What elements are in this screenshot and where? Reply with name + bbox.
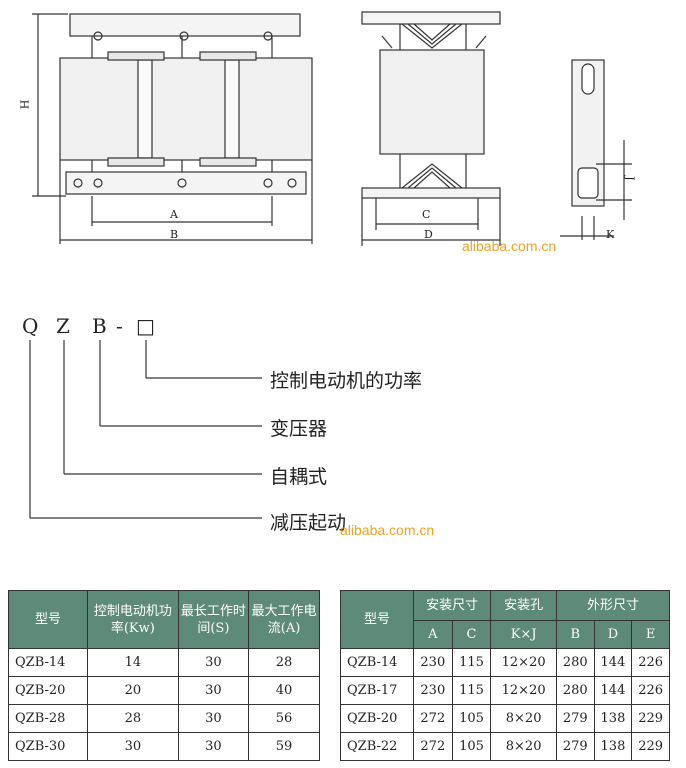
table-row: QZB-22 272 105 8×20 279 138 229: [340, 732, 670, 761]
cell: QZB-30: [8, 732, 88, 761]
bracket-detail-view: [560, 59, 632, 240]
motor-spec-table: 型号 控制电动机功率(Kw) 最长工作时间(S) 最大工作电流(A) QZB-1…: [8, 590, 320, 761]
col-group-install-hole: 安装孔: [490, 590, 557, 621]
dim-label-d: D: [424, 228, 433, 241]
cell: 8×20: [490, 704, 557, 733]
dimension-spec-table: 型号 安装尺寸 安装孔 外形尺寸 A C K×J B D E QZB-14 23…: [340, 590, 671, 761]
cell: 229: [631, 732, 670, 761]
cell: 30: [177, 732, 250, 761]
cell: 12×20: [490, 648, 557, 677]
dim-label-c: C: [422, 208, 431, 221]
cell: QZB-22: [340, 732, 414, 761]
cell: 28: [87, 704, 179, 733]
cell: QZB-17: [340, 676, 414, 705]
dim-label-k: K: [606, 228, 615, 241]
cell: 144: [593, 676, 633, 705]
table-row: QZB-20 272 105 8×20 279 138 229: [340, 704, 670, 733]
table-row: QZB-14 14 30 28: [8, 648, 320, 677]
cell: 59: [248, 732, 320, 761]
cell: 30: [177, 648, 250, 677]
dim-label-j: J: [623, 176, 637, 181]
cell: QZB-20: [340, 704, 414, 733]
dim-label-h: H: [18, 99, 32, 110]
code-box: □: [136, 314, 155, 338]
table-row: QZB-17 230 115 12×20 280 144 226: [340, 676, 670, 705]
col-kxj: K×J: [490, 620, 557, 649]
meaning-reduced-start: 减压起动: [270, 512, 347, 534]
cell: 28: [248, 648, 320, 677]
dim-label-a: A: [170, 208, 178, 221]
col-e: E: [631, 620, 670, 649]
cell: 115: [451, 648, 492, 677]
cell: 138: [593, 732, 633, 761]
col-motor-power: 控制电动机功率(Kw): [87, 590, 179, 649]
cell: 229: [631, 704, 670, 733]
col-group-outline-size: 外形尺寸: [555, 590, 671, 621]
side-view: [361, 11, 501, 246]
table-row: QZB-20 20 30 40: [8, 676, 320, 705]
code-letter-b: B: [92, 314, 107, 338]
cell: 30: [177, 704, 250, 733]
cell: 105: [451, 732, 492, 761]
watermark-middle: alibaba.com.cn: [340, 522, 435, 538]
cell: 138: [593, 704, 633, 733]
code-letter-z: Z: [56, 314, 70, 338]
cell: QZB-14: [8, 648, 88, 677]
cell: 279: [555, 704, 595, 733]
cell: QZB-20: [8, 676, 88, 705]
col-d: D: [593, 620, 633, 649]
cell: 230: [413, 648, 453, 677]
cell: 280: [555, 648, 595, 677]
col-c: C: [451, 620, 492, 649]
cell: 8×20: [490, 732, 557, 761]
cell: 279: [555, 732, 595, 761]
cell: 230: [413, 676, 453, 705]
col-model: 型号: [8, 590, 88, 649]
col-model: 型号: [340, 590, 414, 649]
cell: 226: [631, 676, 670, 705]
cell: QZB-28: [8, 704, 88, 733]
code-letter-q: Q: [22, 314, 39, 338]
table-row: QZB-28 28 30 56: [8, 704, 320, 733]
cell: 20: [87, 676, 179, 705]
cell: 280: [555, 676, 595, 705]
meaning-motor-power: 控制电动机的功率: [270, 370, 423, 392]
cell: 30: [177, 676, 250, 705]
cell: 144: [593, 648, 633, 677]
cell: 14: [87, 648, 179, 677]
cell: 56: [248, 704, 320, 733]
col-b: B: [555, 620, 595, 649]
cell: 12×20: [490, 676, 557, 705]
table-row: QZB-30 30 30 59: [8, 732, 320, 761]
cell: 30: [87, 732, 179, 761]
table-row: QZB-14 230 115 12×20 280 144 226: [340, 648, 670, 677]
cell: 272: [413, 732, 453, 761]
cell: QZB-14: [340, 648, 414, 677]
model-code-leaders: [29, 340, 262, 519]
cell: 272: [413, 704, 453, 733]
meaning-transformer: 变压器: [270, 418, 328, 440]
watermark-top: alibaba.com.cn: [462, 238, 557, 254]
col-a: A: [413, 620, 453, 649]
cell: 115: [451, 676, 492, 705]
front-view: [32, 13, 313, 244]
meaning-auto-coupled: 自耦式: [270, 466, 328, 488]
dim-label-b: B: [170, 228, 179, 241]
col-max-time: 最长工作时间(S): [177, 590, 250, 649]
cell: 226: [631, 648, 670, 677]
code-dash: -: [116, 314, 123, 338]
col-max-current: 最大工作电流(A): [248, 590, 320, 649]
col-group-install-size: 安装尺寸: [412, 590, 492, 621]
cell: 40: [248, 676, 320, 705]
cell: 105: [451, 704, 492, 733]
